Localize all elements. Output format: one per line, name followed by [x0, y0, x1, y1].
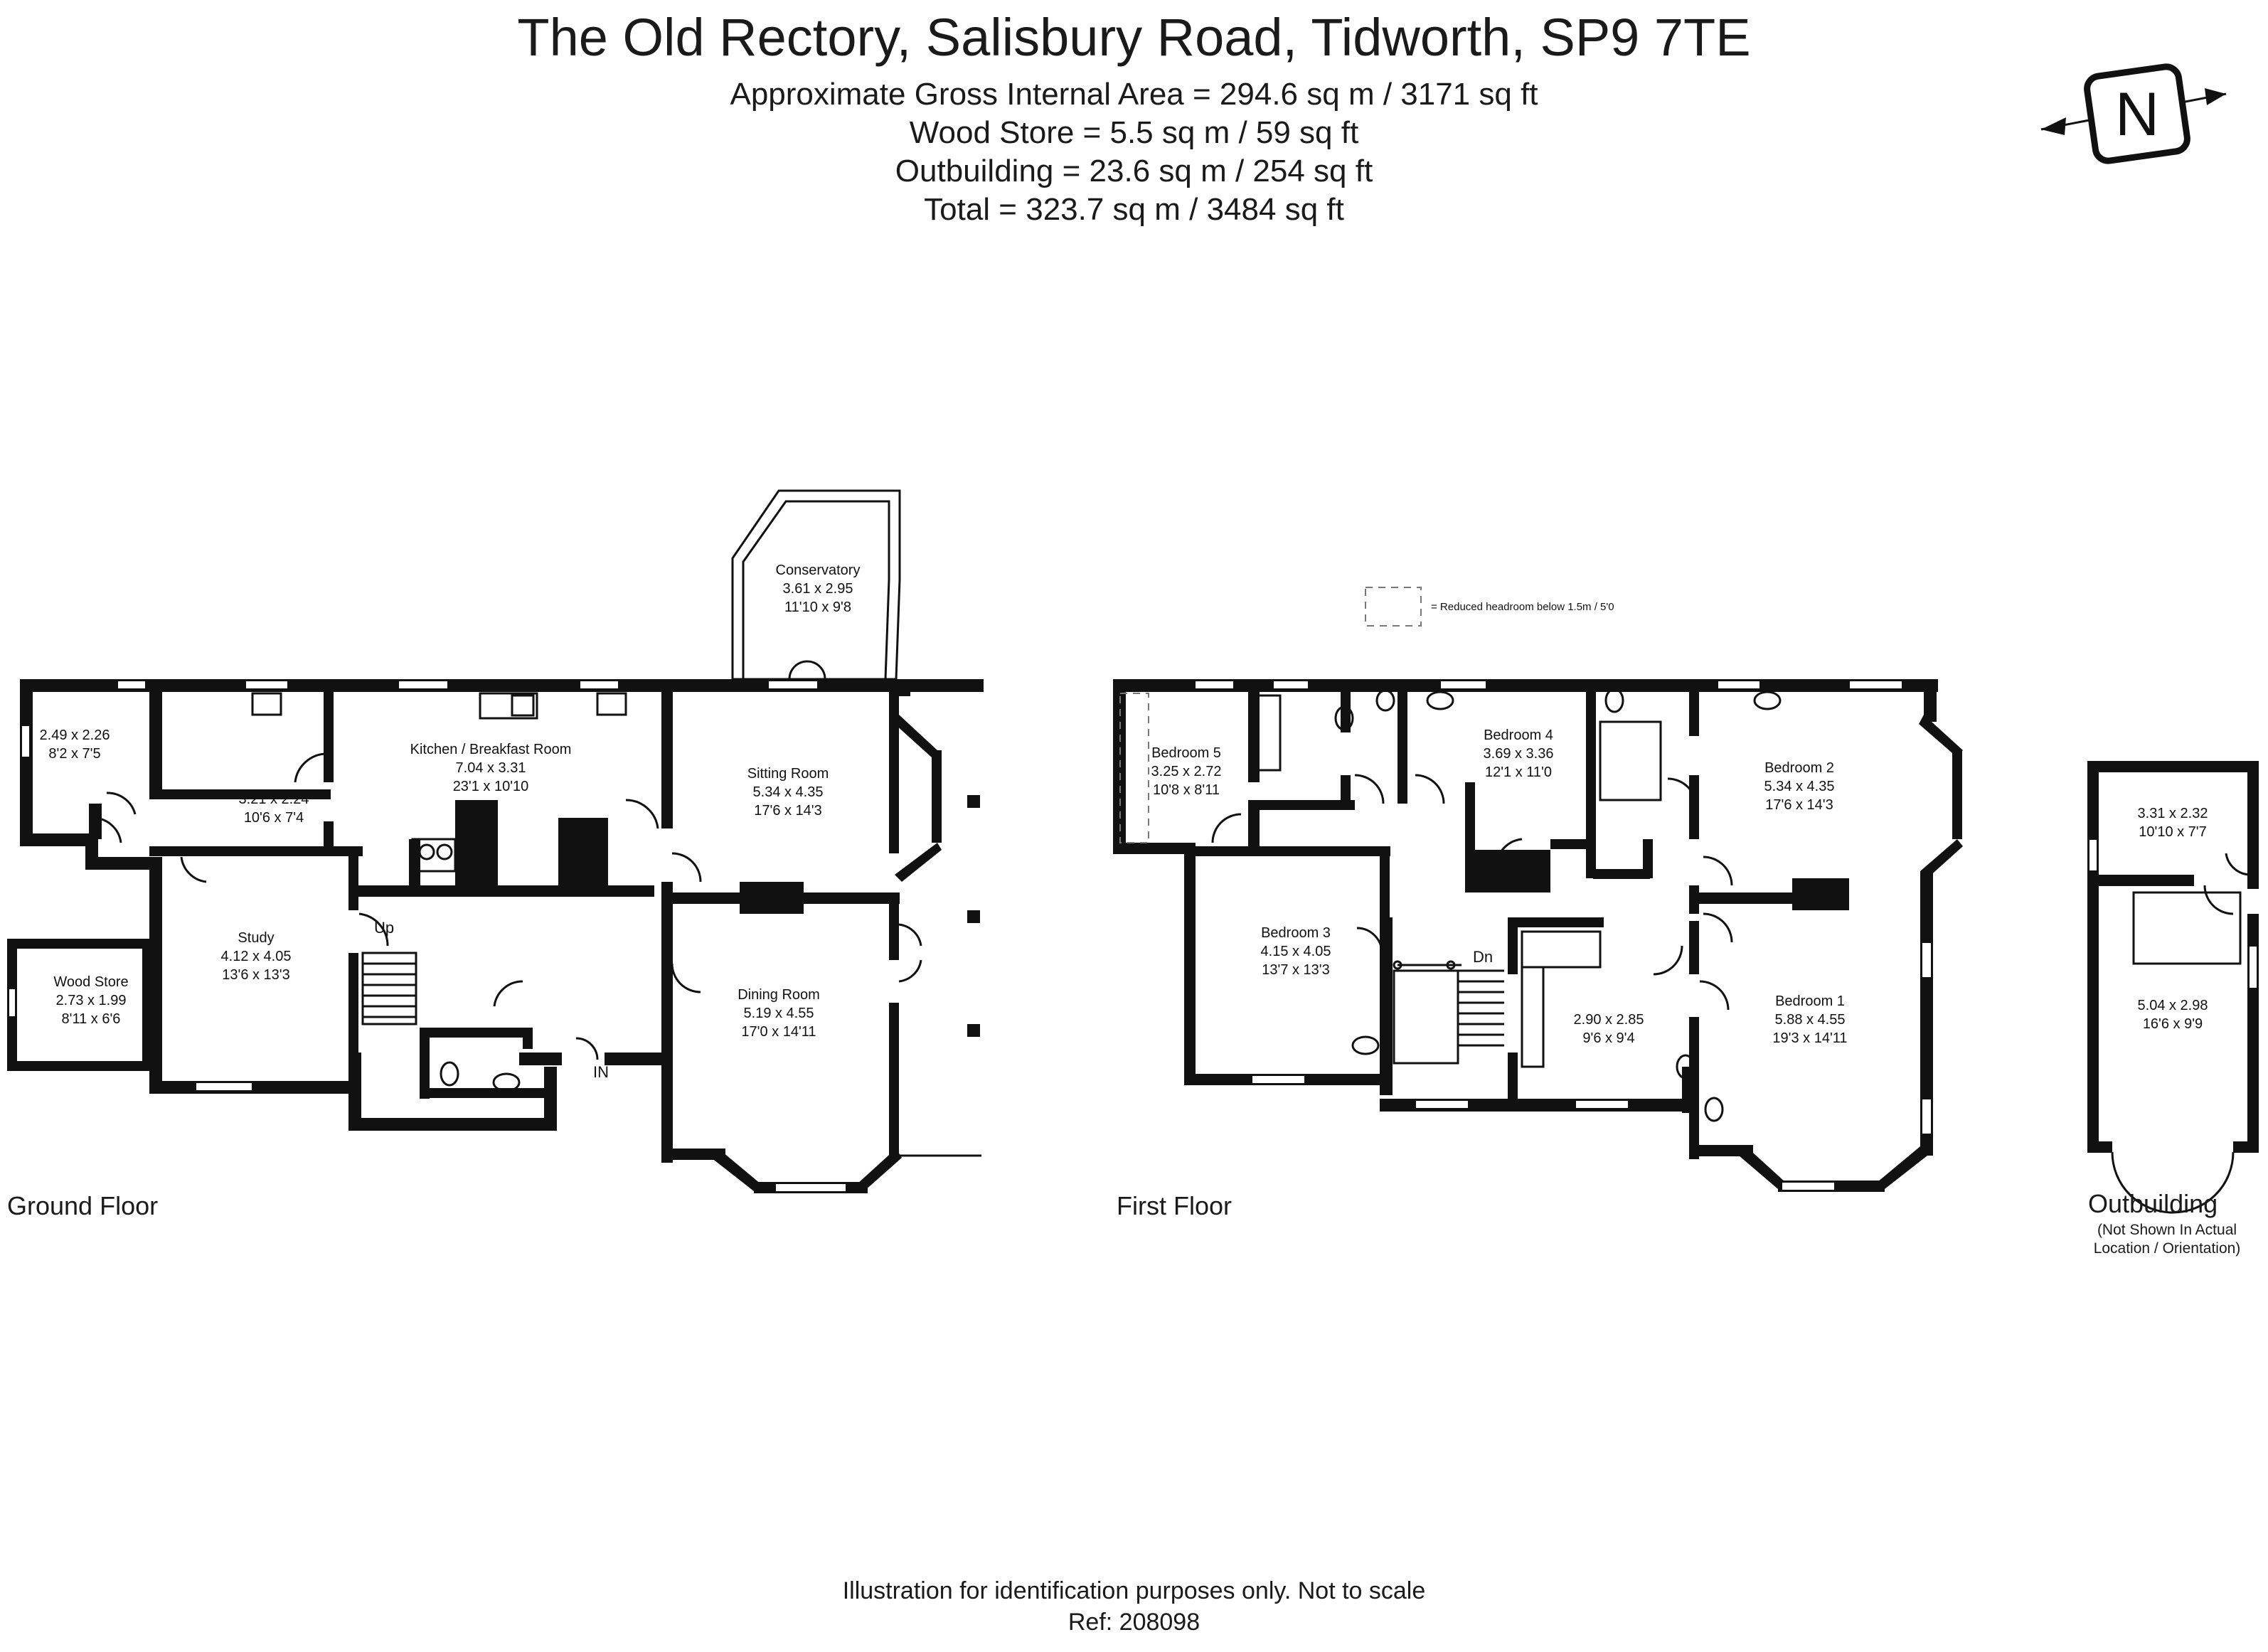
- entrance-label: IN: [593, 1063, 609, 1081]
- room-dressing-imperial: 9'6 x 9'4: [1582, 1030, 1634, 1046]
- room-bed2-name: Bedroom 2: [1764, 760, 1834, 776]
- legend-text: = Reduced headroom below 1.5m / 5'0: [1431, 601, 1614, 613]
- room-sitting-imperial: 17'6 x 14'3: [754, 803, 822, 819]
- first-floor-label: First Floor: [1117, 1191, 1232, 1220]
- room-bed1-metric: 5.88 x 4.55: [1775, 1012, 1846, 1028]
- reference-number: Ref: 208098: [1068, 1609, 1200, 1636]
- room-utility-imperial: 10'6 x 7'4: [244, 810, 304, 826]
- room-bed4-metric: 3.69 x 3.36: [1484, 746, 1554, 762]
- plan-title: The Old Rectory, Salisbury Road, Tidwort…: [517, 8, 1751, 67]
- room-conservatory-name: Conservatory: [776, 563, 861, 578]
- room-dressing-metric: 2.90 x 2.85: [1574, 1012, 1644, 1028]
- room-bed5-imperial: 10'8 x 8'11: [1153, 782, 1220, 798]
- room-out-main-metric: 5.04 x 2.98: [2138, 998, 2208, 1013]
- first-stair-label: Dn: [1473, 948, 1493, 966]
- ground-stair-label: Up: [374, 919, 394, 937]
- room-study-name: Study: [238, 930, 274, 946]
- ground-floor-label: Ground Floor: [7, 1191, 159, 1220]
- room-bed5-name: Bedroom 5: [1151, 745, 1221, 761]
- gross-area-line: Approximate Gross Internal Area = 294.6 …: [730, 77, 1538, 112]
- room-bed3-imperial: 13'7 x 13'3: [1262, 962, 1330, 978]
- north-compass-icon: N: [2040, 63, 2227, 164]
- room-out-top-imperial: 10'10 x 7'7: [2139, 824, 2207, 840]
- room-study-imperial: 13'6 x 13'3: [222, 967, 290, 983]
- disclaimer-text: Illustration for identification purposes…: [842, 1577, 1426, 1604]
- outbuilding-area-line: Outbuilding = 23.6 sq m / 254 sq ft: [895, 154, 1373, 188]
- room-dining-name: Dining Room: [738, 987, 820, 1003]
- room-bed1-imperial: 19'3 x 14'11: [1772, 1030, 1847, 1046]
- reduced-headroom-legend: = Reduced headroom below 1.5m / 5'0: [1365, 587, 1614, 627]
- room-out-main-imperial: 16'6 x 9'9: [2143, 1016, 2203, 1032]
- room-bed5-metric: 3.25 x 2.72: [1151, 764, 1222, 779]
- room-bed3-name: Bedroom 3: [1261, 925, 1331, 941]
- room-sitting-metric: 5.34 x 4.35: [753, 784, 824, 800]
- room-woodstore-imperial: 8'11 x 6'6: [62, 1011, 121, 1027]
- room-kitchen-name: Kitchen / Breakfast Room: [410, 742, 572, 757]
- room-sitting-name: Sitting Room: [747, 766, 829, 782]
- outbuilding-note-line-1: (Not Shown In Actual: [2097, 1222, 2237, 1238]
- room-woodstore-name: Wood Store: [53, 974, 128, 990]
- room-kitchen-imperial: 23'1 x 10'10: [453, 779, 529, 794]
- total-area-line: Total = 323.7 sq m / 3484 sq ft: [924, 192, 1344, 227]
- room-study-metric: 4.12 x 4.05: [221, 949, 292, 964]
- room-dining-metric: 5.19 x 4.55: [744, 1006, 814, 1021]
- outbuilding-note-line-2: Location / Orientation): [2093, 1240, 2241, 1257]
- room-bed3-metric: 4.15 x 4.05: [1261, 944, 1331, 959]
- outbuilding-label: Outbuilding: [2088, 1189, 2218, 1218]
- room-conservatory-imperial: 11'10 x 9'8: [784, 599, 851, 615]
- room-bed4-name: Bedroom 4: [1484, 728, 1553, 743]
- outbuilding-plan: [2087, 761, 2259, 1214]
- room-bed4-imperial: 12'1 x 11'0: [1485, 764, 1552, 780]
- first-floor-plan: [1113, 679, 1963, 1192]
- room-conservatory-metric: 3.61 x 2.95: [783, 581, 853, 597]
- room-utility-small-imperial: 8'2 x 7'5: [48, 746, 100, 762]
- room-out-top-metric: 3.31 x 2.32: [2138, 806, 2208, 821]
- ground-floor-plan: [7, 489, 984, 1193]
- wood-store-area-line: Wood Store = 5.5 sq m / 59 sq ft: [909, 115, 1359, 150]
- room-bed2-imperial: 17'6 x 14'3: [1765, 797, 1833, 813]
- room-woodstore-metric: 2.73 x 1.99: [56, 993, 127, 1008]
- room-bed1-name: Bedroom 1: [1775, 993, 1845, 1009]
- room-utility-small-metric: 2.49 x 2.26: [40, 728, 110, 743]
- room-utility-metric: 3.21 x 2.24: [239, 792, 309, 807]
- room-bed2-metric: 5.34 x 4.35: [1764, 779, 1835, 794]
- compass-letter: N: [2115, 80, 2159, 149]
- room-dining-imperial: 17'0 x 14'11: [741, 1024, 816, 1040]
- room-kitchen-metric: 7.04 x 3.31: [456, 760, 526, 776]
